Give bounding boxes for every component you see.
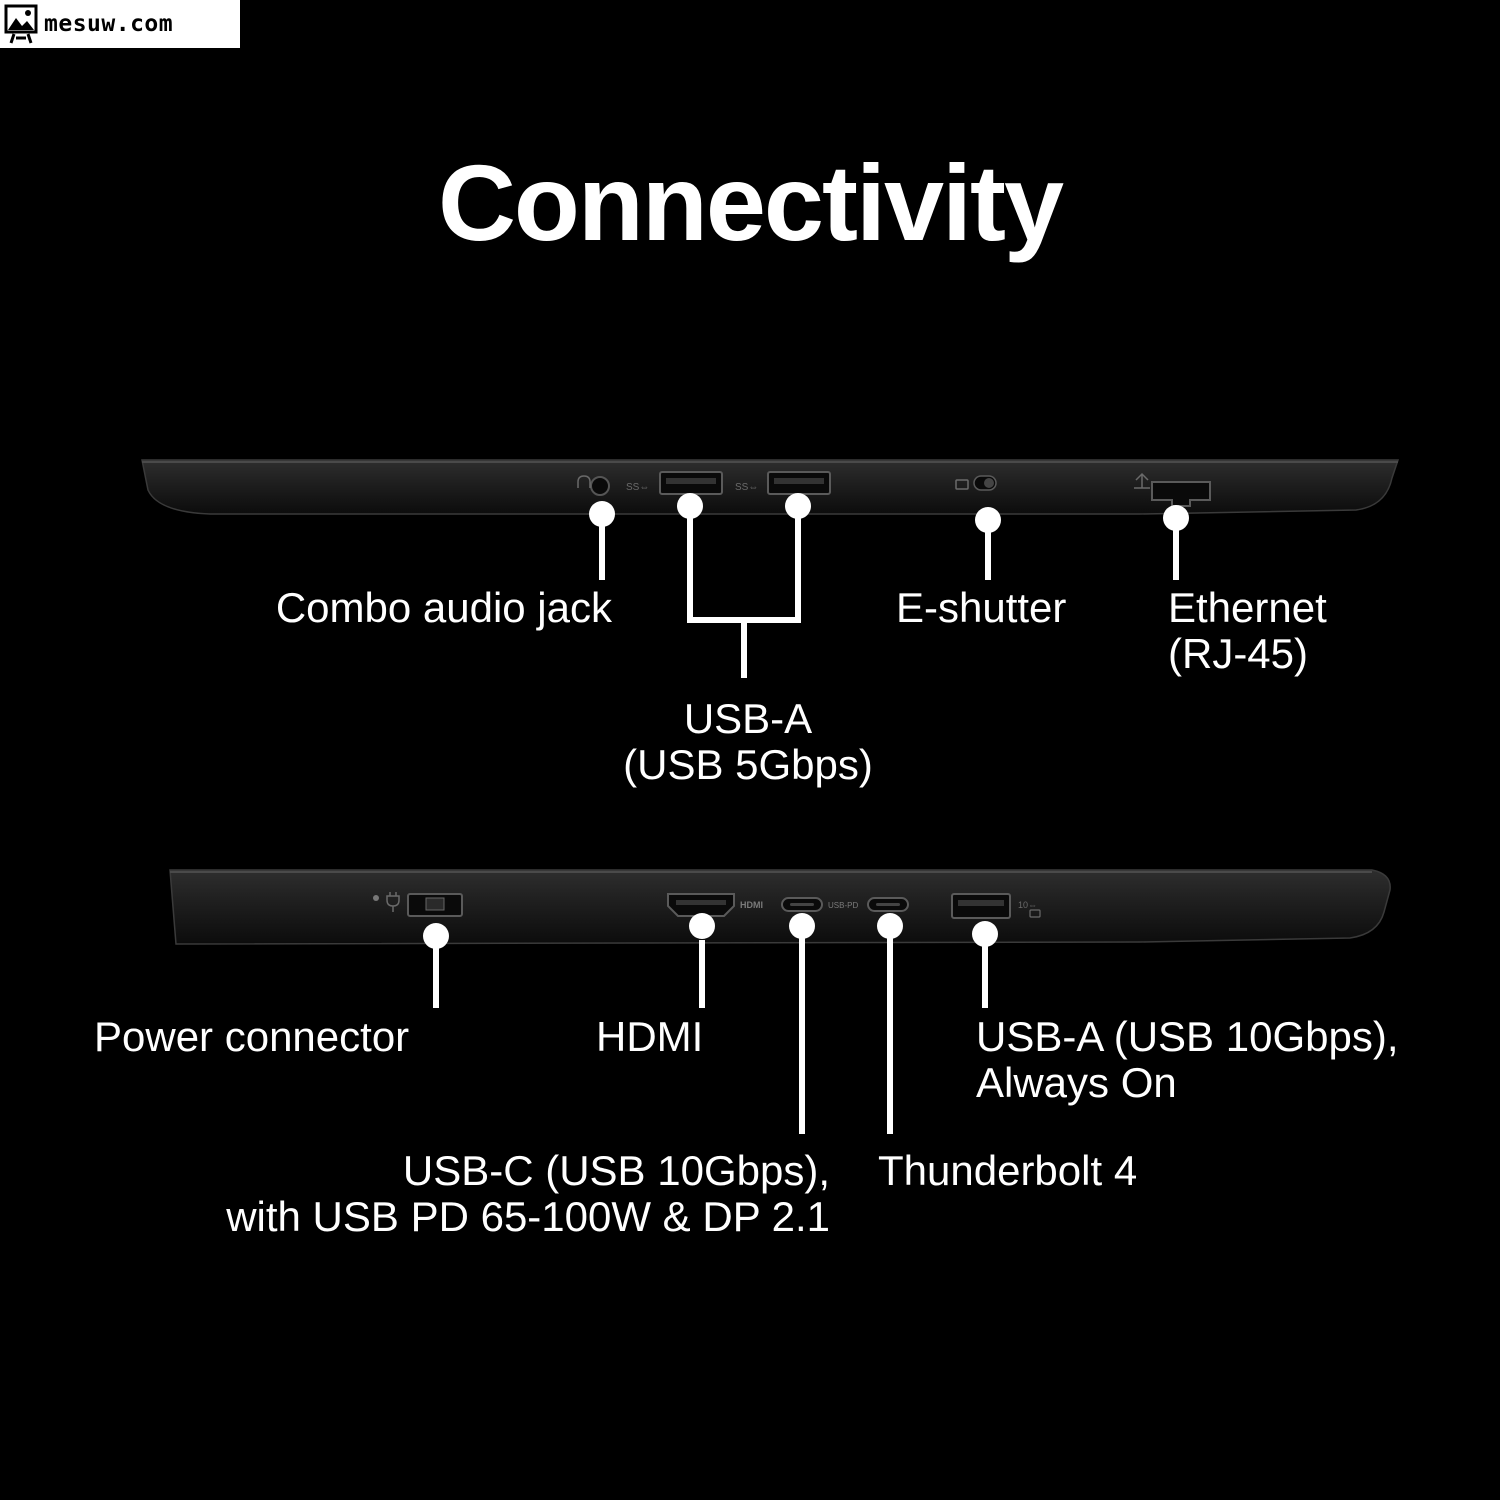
label-usb-c-line1: USB-C (USB 10Gbps), [402, 1147, 830, 1194]
label-usb-a-line1: USB-A [683, 695, 813, 742]
e-shutter-switch [955, 475, 997, 491]
usb-a-port-1: SS⇔ [626, 471, 723, 495]
label-usb-c-line2: with USB PD 65-100W & DP 2.1 [226, 1193, 830, 1240]
ethernet-dot [1163, 505, 1189, 531]
usb-c-port: USB-PD [781, 897, 858, 912]
hdmi-marking: HDMI [740, 900, 763, 910]
label-power-connector: Power connector [94, 1013, 410, 1060]
audio-jack-port [577, 475, 610, 496]
label-ethernet-line2: (RJ-45) [1168, 630, 1309, 677]
usb-a-always-on-port: 10⇔ [951, 893, 1041, 919]
label-ethernet-line1: Ethernet [1168, 584, 1327, 631]
audio-jack-dot [589, 501, 615, 527]
label-ethernet: Ethernet (RJ-45) [1168, 585, 1327, 677]
usb-a-1-dot [677, 493, 703, 519]
label-usb-a-10gbps: USB-A (USB 10Gbps), Always On [976, 1014, 1398, 1106]
power-dot [423, 923, 449, 949]
hdmi-port: HDMI [667, 893, 763, 917]
top-callout-dots [589, 493, 1189, 533]
label-hdmi: HDMI [596, 1013, 704, 1060]
watermark: mesuw.com [0, 0, 240, 48]
label-usb-c: USB-C (USB 10Gbps), with USB PD 65-100W … [226, 1148, 830, 1240]
thunderbolt-dot [877, 913, 903, 939]
laptop-bottom-side [169, 869, 1391, 945]
label-usb-a-10gbps-line2: Always On [976, 1059, 1177, 1106]
power-connector-port [373, 892, 463, 917]
usb-c-dot [789, 913, 815, 939]
label-e-shutter: E-shutter [896, 584, 1067, 631]
label-combo-audio-jack: Combo audio jack [275, 584, 612, 631]
label-thunderbolt-4: Thunderbolt 4 [878, 1147, 1138, 1194]
svg-text:10⇔: 10⇔ [1018, 900, 1037, 910]
usb-a-2-dot [785, 493, 811, 519]
label-usb-a-5gbps: USB-A (USB 5Gbps) [600, 696, 896, 788]
watermark-text: mesuw.com [44, 11, 174, 37]
page-title: Connectivity [437, 142, 1064, 263]
label-usb-a-line2: (USB 5Gbps) [623, 741, 873, 788]
label-usb-a-10gbps-line1: USB-A (USB 10Gbps), [976, 1013, 1399, 1060]
bottom-callout-dots [423, 913, 998, 949]
top-callout-lines [599, 508, 1179, 678]
e-shutter-dot [975, 507, 1001, 533]
image-icon [4, 4, 38, 44]
ethernet-port [1134, 472, 1211, 507]
hdmi-dot [689, 913, 715, 939]
svg-text:SS⇔: SS⇔ [626, 482, 649, 493]
usb-pd-marking: USB-PD [828, 901, 858, 910]
thunderbolt-port [867, 897, 909, 912]
bottom-callout-lines [433, 938, 988, 1134]
usb-a-port-2: SS⇔ [735, 471, 831, 495]
usb-a-always-on-dot [972, 921, 998, 947]
svg-text:SS⇔: SS⇔ [735, 482, 758, 493]
